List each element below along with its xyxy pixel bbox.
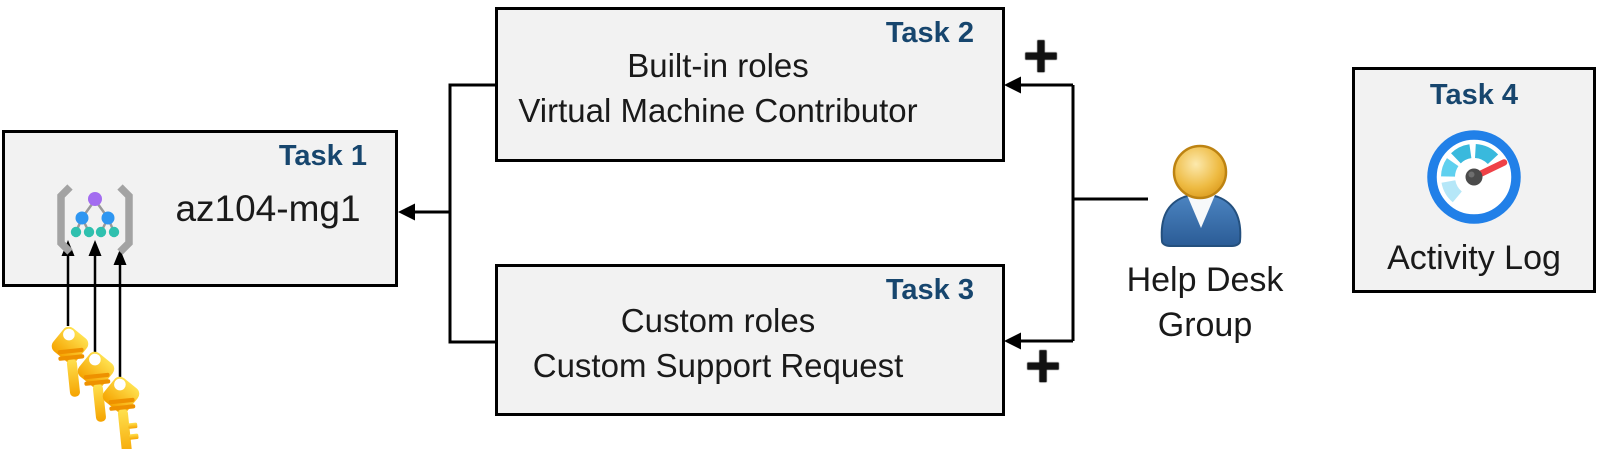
task2-line2: Virtual Machine Contributor — [518, 91, 918, 129]
task2-line1: Built-in roles — [627, 46, 809, 84]
key-icon — [77, 351, 115, 422]
task4-label: Task 4 — [1429, 79, 1519, 111]
fork-connector — [414, 83, 495, 344]
task1-box: Task 1 az104-mg1 — [2, 130, 398, 287]
help-desk-group-label: Help Desk Group — [1105, 258, 1305, 348]
arrow-to-task1-head — [398, 203, 415, 221]
fork-bracket-line — [448, 83, 495, 344]
task4-box: Task 4 Activity Log — [1352, 67, 1596, 293]
task3-line2: Custom Support Request — [532, 347, 904, 384]
task2-box: Task 2 Built-in roles Virtual Machine Co… — [495, 7, 1005, 162]
management-group-name: az104-mg1 — [175, 187, 361, 229]
task3-label: Task 3 — [885, 274, 974, 306]
task2-text: Built-in roles Virtual Machine Contribut… — [498, 10, 1002, 159]
key-icon — [102, 376, 140, 449]
task3-line1: Custom roles — [620, 302, 816, 339]
key-icon — [51, 326, 89, 397]
plus-sign-task3: + — [1024, 332, 1062, 401]
task3-box: Task 3 Custom roles Custom Support Reque… — [495, 264, 1005, 416]
arrow-to-task3-head — [1004, 332, 1021, 350]
help-desk-line2: Group — [1157, 306, 1253, 344]
help-desk-person-icon — [1160, 144, 1242, 247]
activity-log-caption: Activity Log — [1387, 239, 1561, 277]
help-desk-line1: Help Desk — [1126, 261, 1284, 299]
task2-label: Task 2 — [885, 17, 974, 49]
task1-label: Task 1 — [278, 140, 367, 172]
arrow-to-task2-head — [1004, 76, 1021, 94]
access-keys-icon — [51, 326, 140, 449]
task3-text: Custom roles Custom Support Request — [498, 267, 1002, 413]
plus-sign-task2: + — [1022, 22, 1060, 91]
